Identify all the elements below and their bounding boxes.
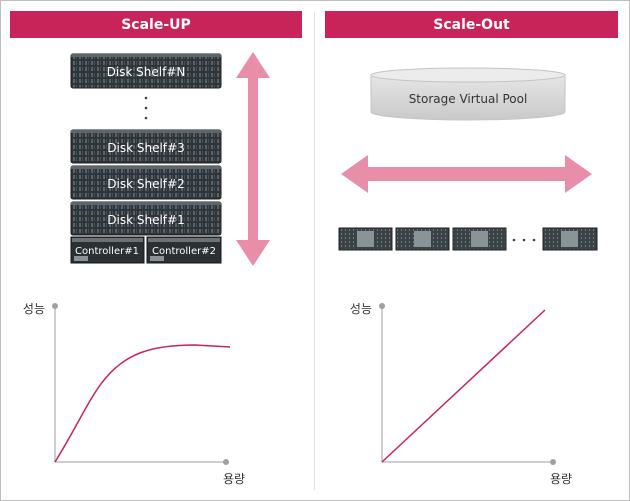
x-axis-dot bbox=[223, 459, 229, 465]
disk-shelf-n: Disk Shelf#N bbox=[70, 53, 222, 89]
server-unit bbox=[542, 227, 598, 251]
y-axis-label: 성능 bbox=[23, 302, 45, 316]
shelf-label: Disk Shelf#3 bbox=[107, 141, 184, 155]
scale-up-header: Scale-UP bbox=[10, 11, 302, 38]
y-axis-dot bbox=[379, 303, 385, 309]
server-row bbox=[338, 227, 598, 251]
linear-line bbox=[381, 309, 546, 463]
shelf-label: Disk Shelf#1 bbox=[107, 213, 184, 227]
disk-shelf-2: Disk Shelf#2 bbox=[70, 165, 222, 200]
controller-label: Controller#2 bbox=[152, 246, 216, 257]
shelf-ellipsis bbox=[144, 96, 148, 120]
controller-2: Controller#2 bbox=[146, 236, 222, 264]
panel-divider bbox=[314, 12, 315, 490]
saturating-curve bbox=[54, 344, 231, 463]
x-axis-dot bbox=[550, 459, 556, 465]
controller-label: Controller#1 bbox=[75, 246, 139, 257]
storage-virtual-pool: Storage Virtual Pool bbox=[370, 67, 566, 121]
y-axis-dot bbox=[52, 303, 58, 309]
pool-label: Storage Virtual Pool bbox=[409, 92, 528, 106]
server-unit bbox=[395, 227, 450, 251]
y-axis-label: 성능 bbox=[350, 302, 372, 316]
shelf-label: Disk Shelf#N bbox=[107, 65, 186, 79]
x-axis-label: 용량 bbox=[550, 472, 572, 486]
horizontal-scale-arrow bbox=[341, 155, 592, 193]
shelf-stack: Disk Shelf#N Disk Shelf#3 Disk Shelf#2 D… bbox=[70, 53, 222, 264]
scale-out-graph: 성능 용량 bbox=[350, 302, 572, 486]
vertical-scale-arrow bbox=[236, 52, 270, 266]
disk-shelf-1: Disk Shelf#1 bbox=[70, 201, 222, 236]
controller-1: Controller#1 bbox=[70, 236, 145, 264]
server-ellipsis bbox=[512, 238, 536, 242]
shelf-label: Disk Shelf#2 bbox=[107, 177, 184, 191]
disk-shelf-3: Disk Shelf#3 bbox=[70, 129, 222, 164]
server-unit bbox=[452, 227, 507, 251]
scale-out-header: Scale-Out bbox=[325, 11, 618, 38]
server-unit bbox=[338, 227, 393, 251]
x-axis-label: 용량 bbox=[223, 472, 245, 486]
scale-up-graph: 성능 용량 bbox=[23, 302, 245, 486]
